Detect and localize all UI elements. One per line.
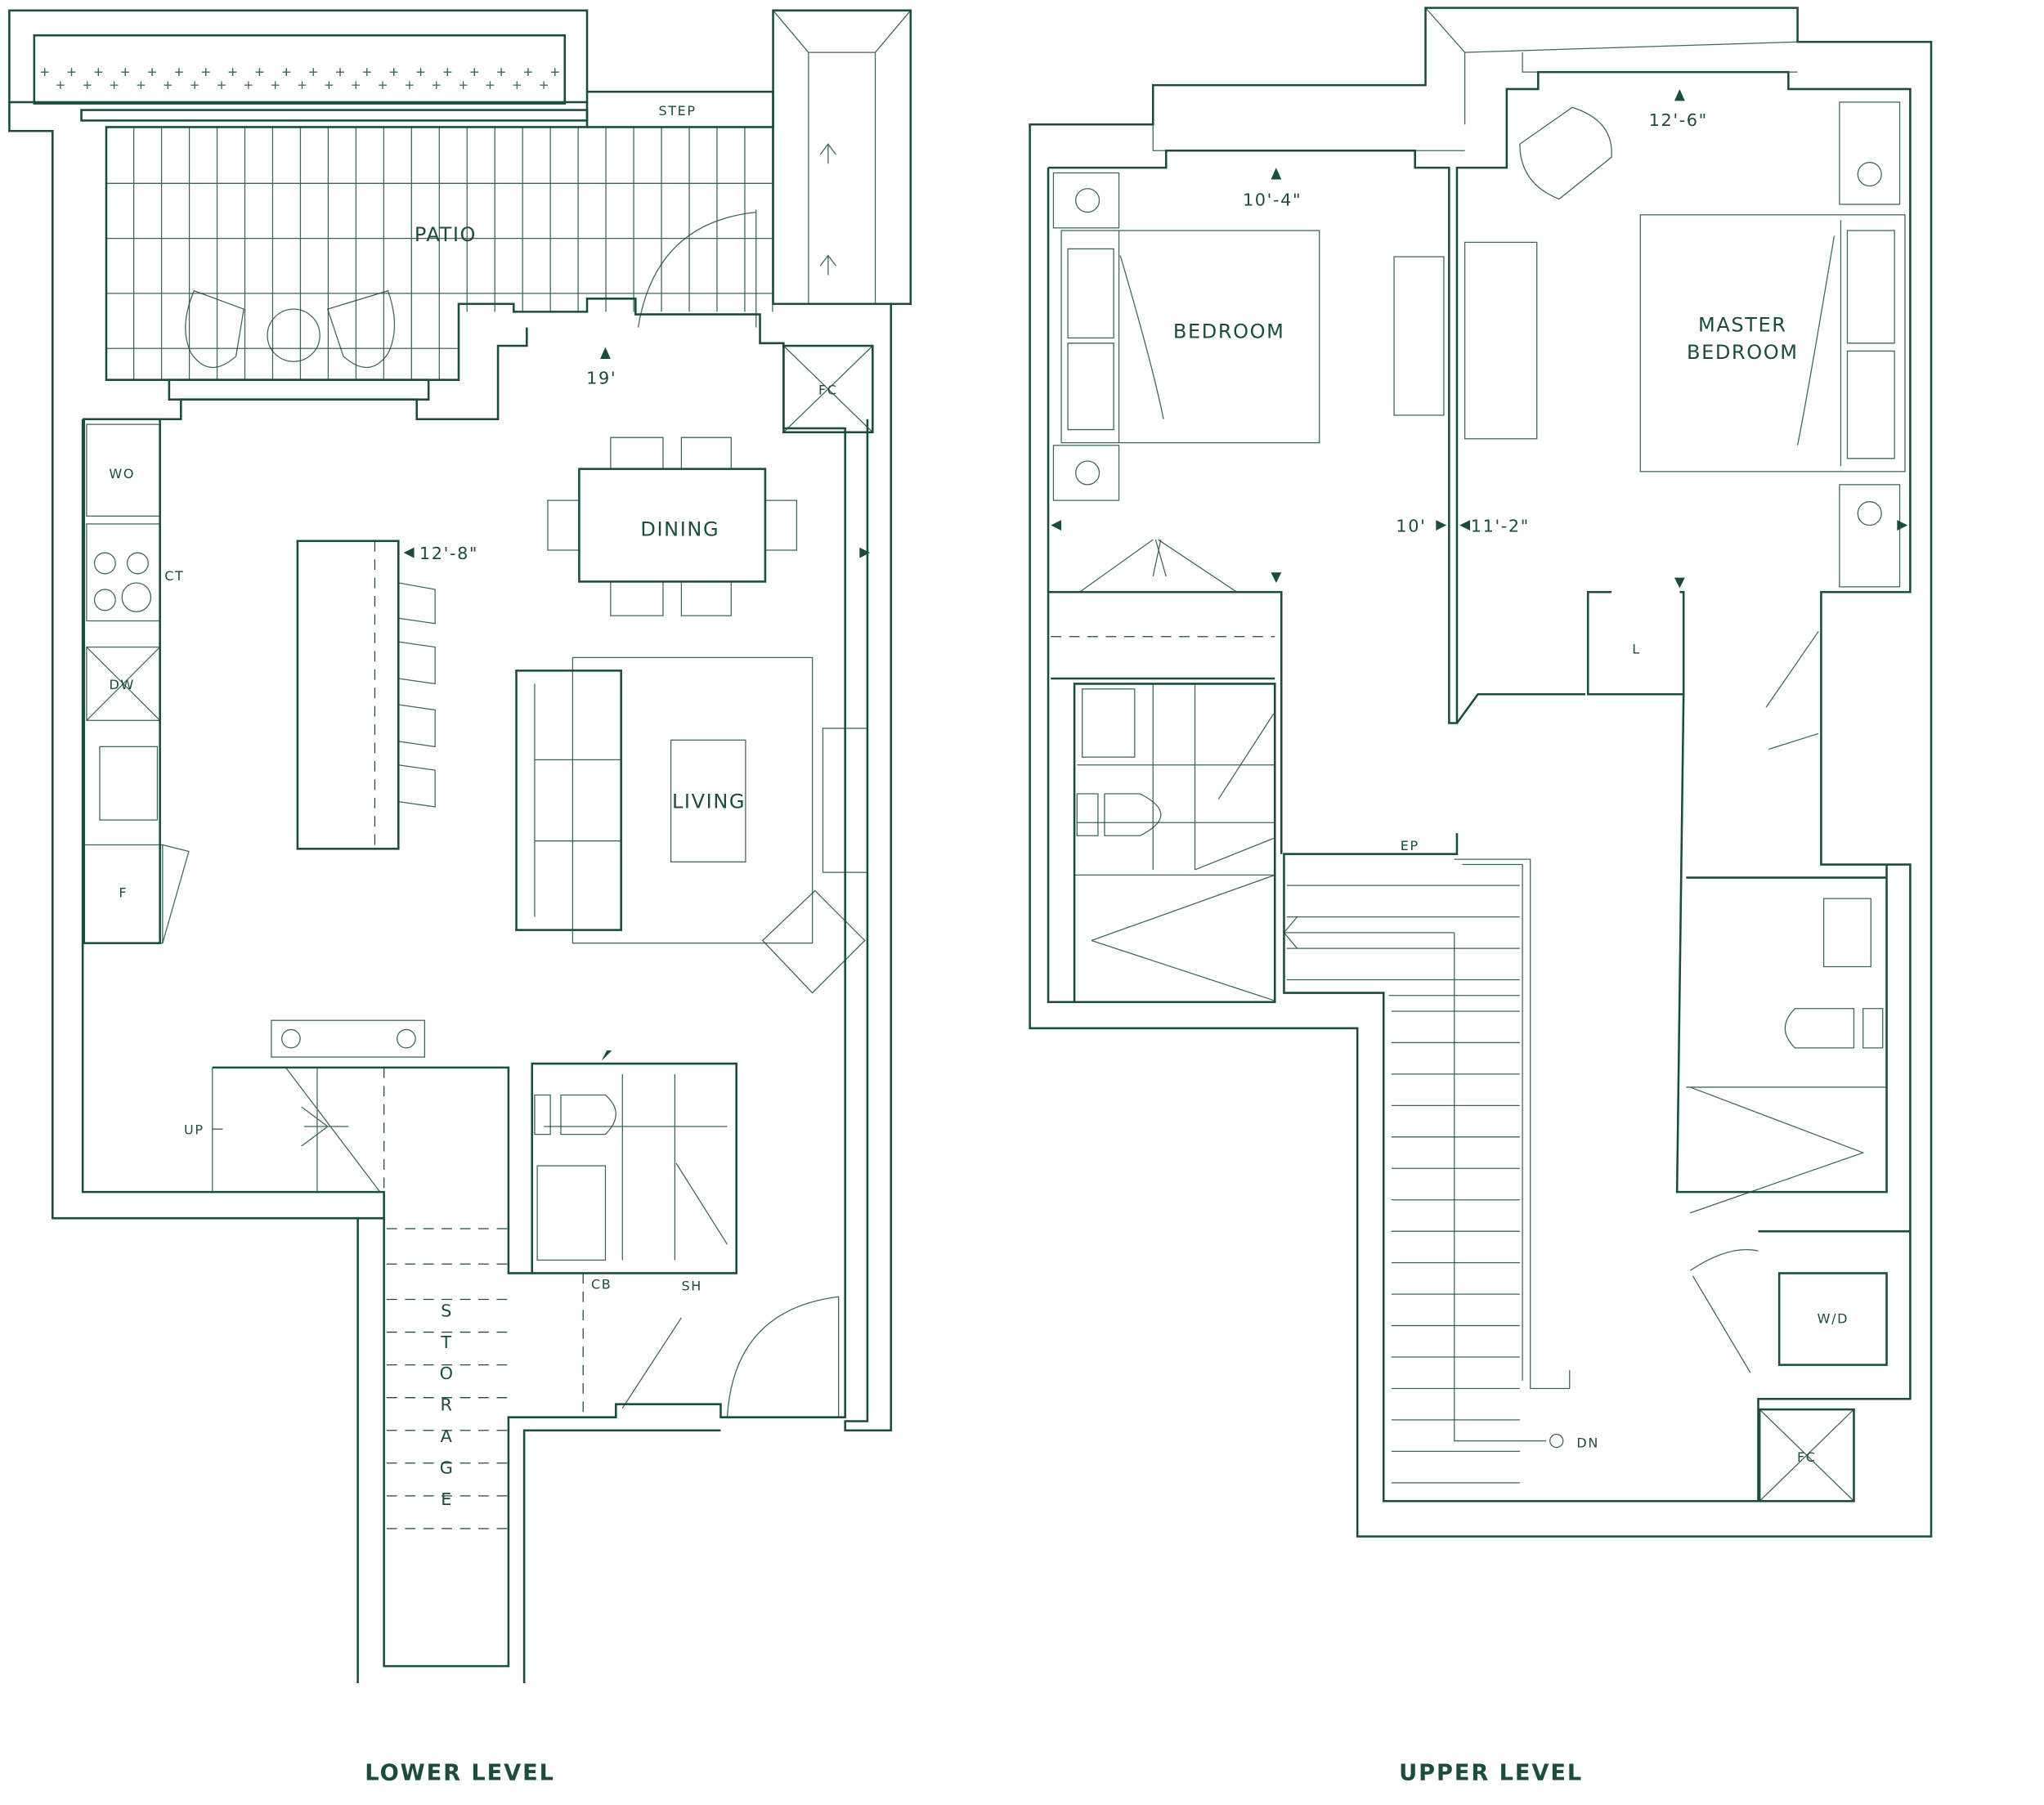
- kitchen: [83, 418, 436, 944]
- upper-level-plan: [1029, 7, 1933, 1538]
- room-label-bedroom: BEDROOM: [1173, 320, 1285, 343]
- storage-letter: E: [441, 1489, 453, 1509]
- bedroom-furniture: [1052, 172, 1445, 593]
- dimension-master-width: 11'-2": [1471, 517, 1530, 536]
- bedroom-bath: [1074, 683, 1275, 1001]
- lower-level-plan: [8, 9, 912, 1683]
- patio-tiles: [105, 127, 773, 380]
- planter: [8, 9, 589, 122]
- washer-dryer: [1777, 1272, 1888, 1366]
- room-label-storage: S T O R A G E: [440, 1301, 455, 1509]
- up-label: UP: [184, 1122, 204, 1138]
- room-label-master-line1: MASTER: [1698, 313, 1787, 336]
- cb-label: CB: [591, 1277, 612, 1292]
- dw-label: DW: [110, 677, 135, 692]
- room-label-patio: PATIO: [415, 223, 477, 246]
- lower-level-title: LOWER LEVEL: [365, 1761, 555, 1786]
- dimension-arrows: [403, 88, 1908, 1061]
- fridge-label: F: [119, 885, 128, 901]
- patio-chair-icon: [185, 289, 396, 369]
- room-label-master-line2: BEDROOM: [1687, 341, 1799, 364]
- dimension-patio: 19': [586, 368, 616, 387]
- sh-label: SH: [682, 1278, 702, 1293]
- dimension-bedroom-width: 10': [1396, 517, 1426, 536]
- storage-letter: A: [441, 1427, 454, 1446]
- upper-level-title: UPPER LEVEL: [1399, 1761, 1583, 1786]
- dn-label: DN: [1576, 1435, 1599, 1451]
- living-furniture: [515, 656, 868, 994]
- lower-stairs: [212, 1019, 840, 1530]
- master-bath: [1686, 898, 1887, 1214]
- wd-label: W/D: [1818, 1310, 1849, 1326]
- storage-letter: T: [440, 1332, 452, 1352]
- master-furniture: [1464, 101, 1906, 750]
- room-label-living: LIVING: [672, 791, 746, 813]
- room-label-dining: DINING: [640, 517, 719, 540]
- ct-label: CT: [164, 568, 184, 584]
- upper-fc-closet: [1758, 1408, 1855, 1503]
- ep-label: EP: [1401, 838, 1419, 853]
- step-label: STEP: [659, 103, 697, 119]
- dining-table: [547, 437, 798, 616]
- wo-label: WO: [109, 466, 135, 481]
- fc-closet: [782, 344, 874, 434]
- dimension-master-depth: 12'-6": [1649, 110, 1708, 130]
- fc-label: FC: [818, 382, 838, 397]
- linen-label: L: [1632, 642, 1641, 657]
- upper-fc-label: FC: [1797, 1449, 1817, 1465]
- storage-letter: R: [441, 1395, 454, 1415]
- dimension-bedroom-depth: 10'-4": [1243, 190, 1302, 210]
- lower-outer-wall: [8, 101, 359, 1683]
- storage-letter: S: [441, 1301, 453, 1320]
- upper-stairs: [1283, 858, 1571, 1484]
- storage-letter: G: [440, 1458, 455, 1478]
- storage-letter: O: [440, 1364, 455, 1383]
- dimension-kitchen: 12'-8": [419, 544, 478, 563]
